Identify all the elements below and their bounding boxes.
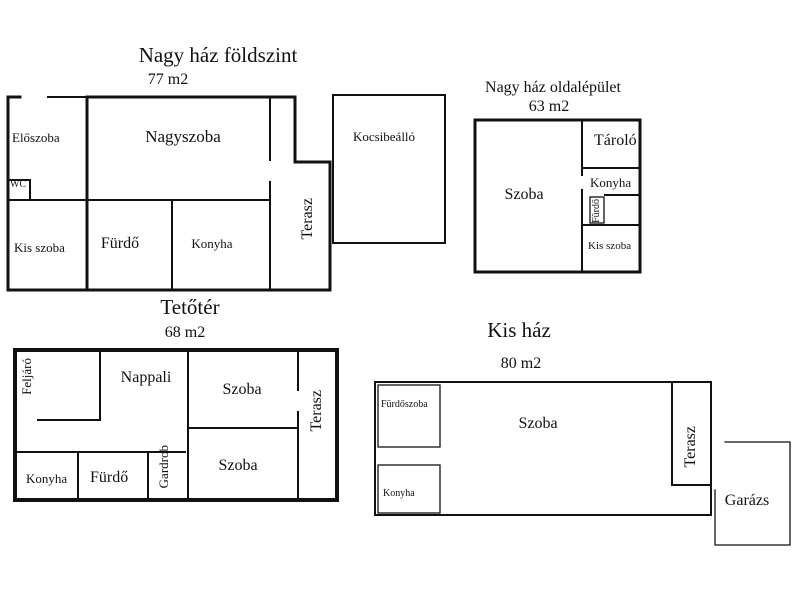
plan-teto-title: Tetőtér bbox=[160, 295, 220, 319]
room-tarolo: Tároló bbox=[594, 132, 637, 149]
room-szoba-kishaz: Szoba bbox=[518, 415, 558, 432]
plan-foldszint-walls bbox=[6, 94, 446, 292]
plan-teto-area: 68 m2 bbox=[164, 324, 206, 341]
room-kis-szoba: Kis szoba bbox=[14, 240, 65, 255]
room-eloszoba: Előszoba bbox=[12, 130, 60, 145]
room-furdo-teto: Fürdő bbox=[90, 469, 129, 486]
room-nagyszoba: Nagyszoba bbox=[145, 127, 221, 146]
plan-foldszint-area: 77 m2 bbox=[147, 71, 189, 88]
room-wc: WC bbox=[10, 179, 27, 190]
room-konyha-kishaz: Konyha bbox=[383, 488, 415, 499]
room-terasz-kishaz: Terasz bbox=[682, 426, 699, 468]
room-feljaro: Feljáró bbox=[19, 358, 34, 395]
room-konyha-oldal: Konyha bbox=[590, 175, 632, 190]
plan-oldalepulet-area: 63 m2 bbox=[528, 98, 570, 115]
room-furdoszoba: Fürdőszoba bbox=[381, 399, 428, 410]
plan-oldalepulet-title: Nagy ház oldalépület bbox=[485, 79, 621, 96]
room-konyha: Konyha bbox=[191, 236, 233, 251]
room-terasz-teto: Terasz bbox=[308, 390, 325, 432]
room-gardrob: Gardrob bbox=[156, 445, 171, 489]
room-nappali: Nappali bbox=[120, 369, 172, 386]
room-kocsibeallo: Kocsibeálló bbox=[352, 129, 416, 144]
room-furdo: Fürdő bbox=[100, 235, 140, 252]
plan-teto-walls bbox=[13, 348, 339, 502]
plan-foldszint-title: Nagy ház földszint bbox=[138, 43, 298, 67]
room-szoba: Szoba bbox=[504, 186, 544, 203]
room-szoba-2: Szoba bbox=[218, 457, 258, 474]
room-garazs: Garázs bbox=[724, 492, 770, 509]
room-kis-szoba-oldal: Kis szoba bbox=[588, 240, 632, 252]
room-szoba-1: Szoba bbox=[222, 381, 262, 398]
room-terasz: Terasz bbox=[299, 198, 316, 240]
plan-kishaz-walls bbox=[374, 381, 791, 546]
plan-kishaz-title: Kis ház bbox=[487, 318, 551, 342]
plan-oldalepulet-walls bbox=[473, 118, 642, 274]
room-konyha-teto: Konyha bbox=[26, 471, 68, 486]
plan-kishaz-area: 80 m2 bbox=[500, 355, 542, 372]
room-furdo-oldal: Fürdő bbox=[591, 199, 602, 223]
